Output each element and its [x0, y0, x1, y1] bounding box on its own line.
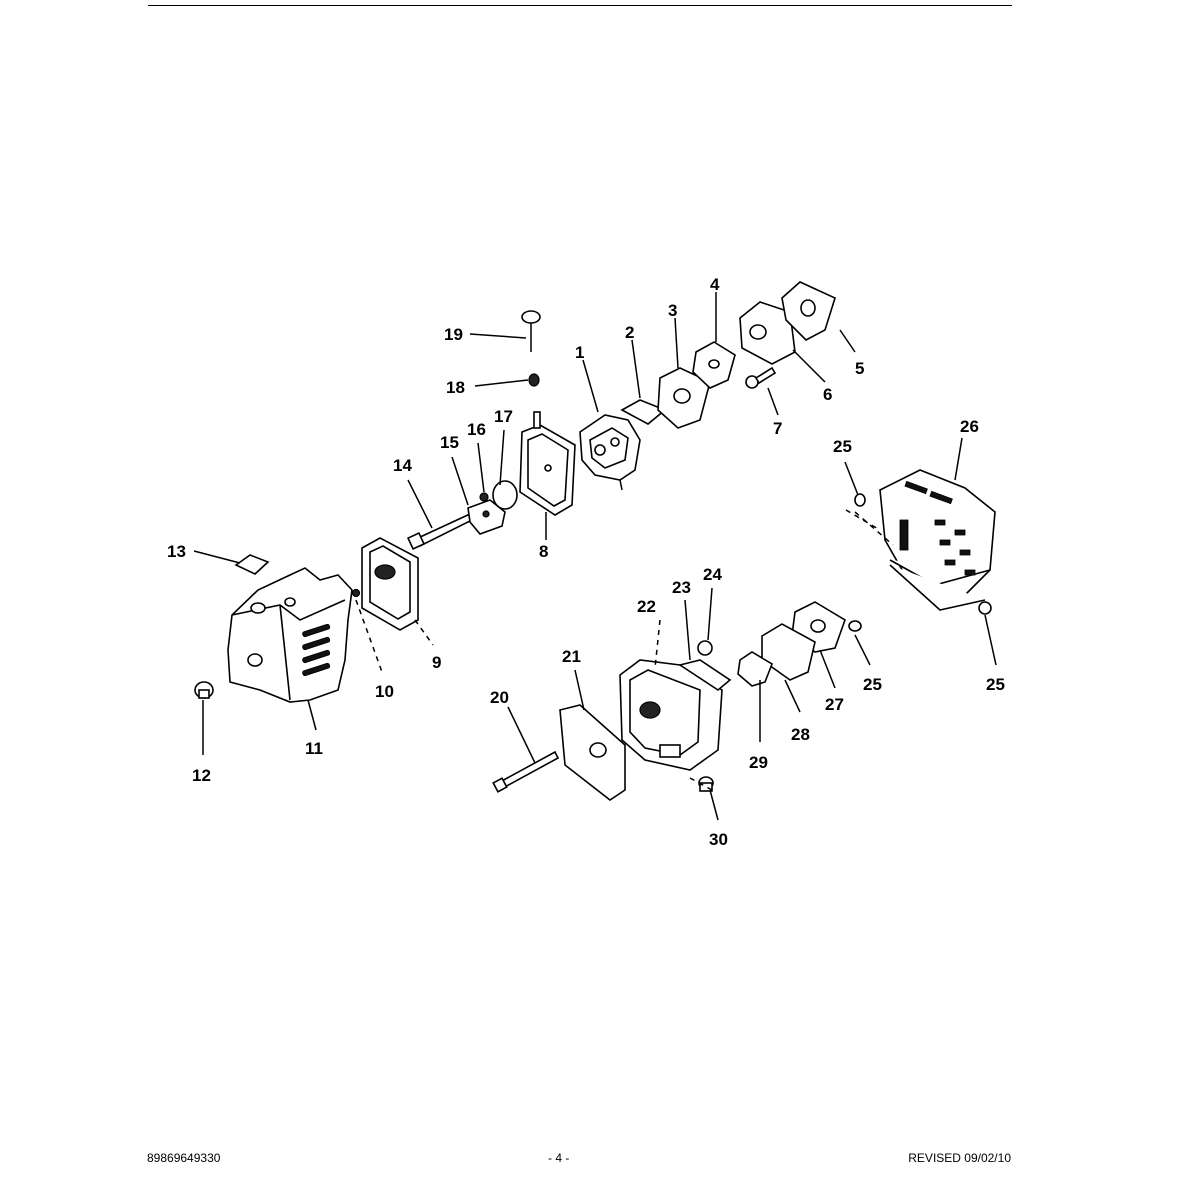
callout-10: 10	[375, 682, 394, 701]
screw-25-right-part	[978, 601, 992, 615]
callout-13: 13	[167, 542, 186, 561]
engine-cover-part	[227, 567, 353, 703]
callout-26: 26	[960, 417, 979, 436]
callout-21: 21	[562, 647, 581, 666]
air-filter-part	[361, 537, 419, 631]
footer-page-number: - 4 -	[548, 1151, 570, 1165]
callout-29: 29	[749, 753, 768, 772]
muffler-part	[619, 659, 723, 771]
callout-25-mid: 25	[863, 675, 882, 694]
screw-25-top-part	[854, 493, 866, 507]
callout-4: 4	[710, 275, 720, 294]
callout-22: 22	[637, 597, 656, 616]
callout-28: 28	[791, 725, 810, 744]
nut-part	[479, 492, 489, 502]
top-rule	[148, 5, 1012, 6]
long-bolt-part	[492, 750, 560, 793]
callout-9: 9	[432, 653, 441, 672]
spring-part	[528, 373, 540, 387]
callout-15: 15	[440, 433, 459, 452]
footer-revision: REVISED 09/02/10	[908, 1151, 1011, 1165]
callout-2: 2	[625, 323, 634, 342]
carburetor-part	[579, 414, 641, 491]
small-ball-part	[351, 588, 361, 598]
callout-24: 24	[703, 565, 722, 584]
knob-part	[194, 681, 214, 699]
callout-30: 30	[709, 830, 728, 849]
choke-knob-part	[521, 310, 541, 352]
bolt-part	[406, 512, 473, 551]
filter-housing-part	[519, 411, 576, 516]
callout-23: 23	[672, 578, 691, 597]
screw-25-mid-part	[848, 620, 862, 632]
callout-12: 12	[192, 766, 211, 785]
air-box-part	[739, 301, 796, 365]
disc-part	[492, 480, 518, 510]
footer-doc-number: 89869649330	[147, 1151, 221, 1165]
callout-8: 8	[539, 542, 548, 561]
callout-19: 19	[444, 325, 463, 344]
pad-part	[234, 554, 270, 575]
plate-29-part	[737, 651, 773, 687]
callout-5: 5	[855, 359, 864, 378]
callout-16: 16	[467, 420, 486, 439]
callout-3: 3	[668, 301, 677, 320]
muffler-cover-part	[879, 469, 996, 611]
screw-part	[745, 366, 777, 389]
callout-18: 18	[446, 378, 465, 397]
callout-1: 1	[575, 343, 584, 362]
link-part	[678, 659, 732, 691]
callout-25: 25	[833, 437, 852, 456]
exhaust-gasket-part	[559, 704, 626, 801]
callout-20: 20	[490, 688, 509, 707]
callout-25-right: 25	[986, 675, 1005, 694]
callout-14: 14	[393, 456, 412, 475]
callout-7: 7	[773, 419, 782, 438]
nut-24-part	[697, 640, 713, 656]
callout-27: 27	[825, 695, 844, 714]
callout-11: 11	[305, 739, 323, 758]
callout-6: 6	[823, 385, 832, 404]
callout-17: 17	[494, 407, 513, 426]
